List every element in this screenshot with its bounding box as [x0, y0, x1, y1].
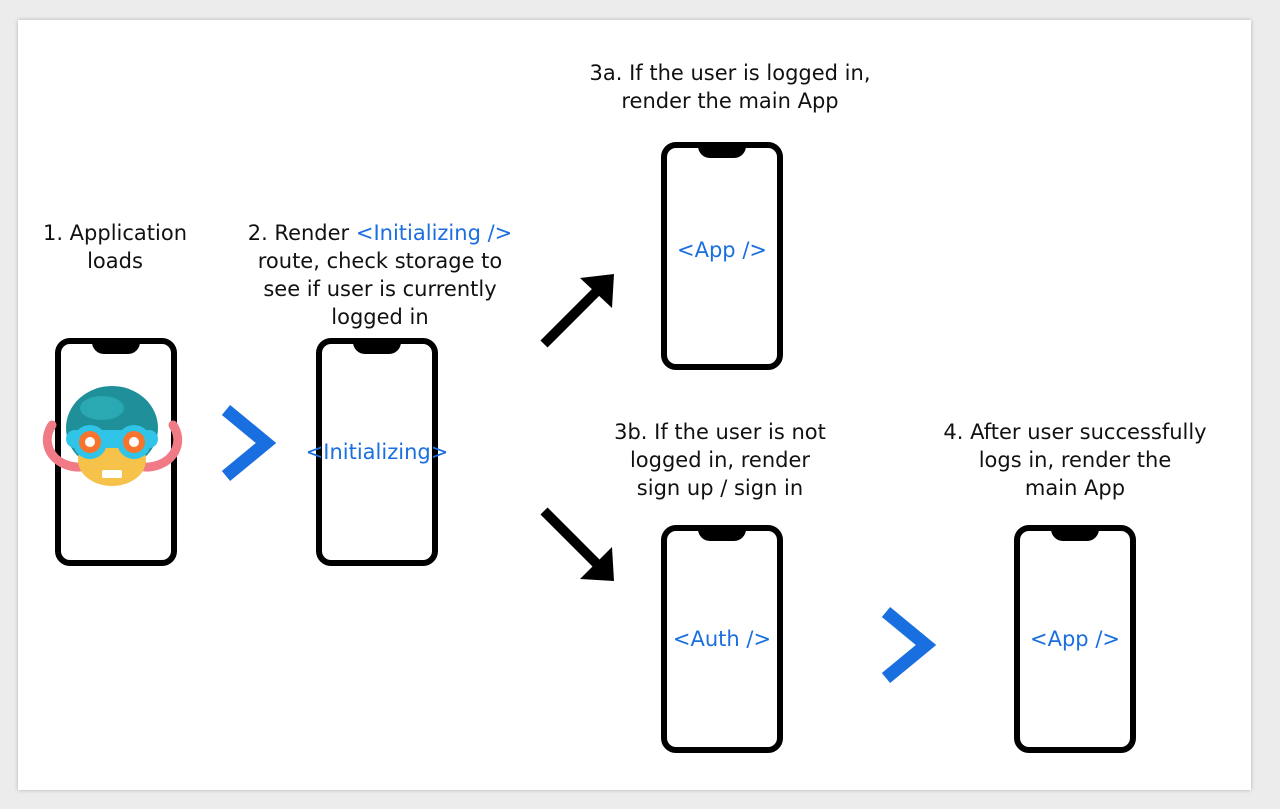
phone-notch — [92, 342, 140, 354]
step-1-line-1: 1. Application — [42, 221, 188, 245]
arrow-up-right-icon — [540, 274, 614, 348]
phone-initializing: <Initializing> — [306, 338, 448, 566]
phone-app-top: <App /> — [661, 142, 783, 370]
step-4-line-1: 4. After user successfully — [943, 420, 1207, 444]
step-3b-line-3: sign up / sign in — [636, 476, 804, 500]
step-4-line-2: logs in, render the — [978, 448, 1172, 472]
step-3b-label: 3b. If the user is not logged in, render… — [590, 418, 850, 502]
phone-app-bottom: <App /> — [1014, 525, 1136, 753]
step-3b-line-2: logged in, render — [629, 448, 811, 472]
arrow-down-right-icon — [540, 507, 614, 581]
chevron-right-icon — [881, 606, 937, 684]
phone-auth: <Auth /> — [661, 525, 783, 753]
mascot-icon — [43, 386, 182, 486]
step-3a-line-1: 3a. If the user is logged in, — [589, 61, 871, 85]
step-2-line-3: see if user is currently — [263, 277, 497, 301]
step-2-prefix: 2. Render — [247, 221, 356, 245]
step-3b-line-1: 3b. If the user is not — [614, 420, 826, 444]
step-3a-label: 3a. If the user is logged in, render the… — [560, 59, 900, 115]
initializing-screen-text: <Initializing> — [305, 440, 449, 464]
step-2-label: 2. Render <Initializing /> route, check … — [230, 219, 530, 331]
step-2-line-4: logged in — [331, 305, 429, 329]
step-2-line-2: route, check storage to — [257, 249, 503, 273]
phone-notch — [698, 529, 746, 541]
phone-notch — [1051, 529, 1099, 541]
phone-notch — [698, 146, 746, 158]
step-4-line-3: main App — [1024, 476, 1126, 500]
auth-screen-text: <Auth /> — [672, 627, 772, 651]
step-4-label: 4. After user successfully logs in, rend… — [925, 418, 1225, 502]
step-2-code: <Initializing /> — [355, 221, 513, 245]
step-2-line-1: 2. Render <Initializing /> — [230, 219, 530, 247]
phone-notch — [353, 342, 401, 354]
app-top-screen-text: <App /> — [677, 237, 767, 262]
step-1-label: 1. Application loads — [30, 219, 200, 275]
app-bottom-screen-text: <App /> — [1030, 627, 1120, 651]
step-3a-line-2: render the main App — [621, 89, 839, 113]
step-1-line-2: loads — [87, 249, 143, 273]
chevron-right-icon — [221, 404, 277, 482]
